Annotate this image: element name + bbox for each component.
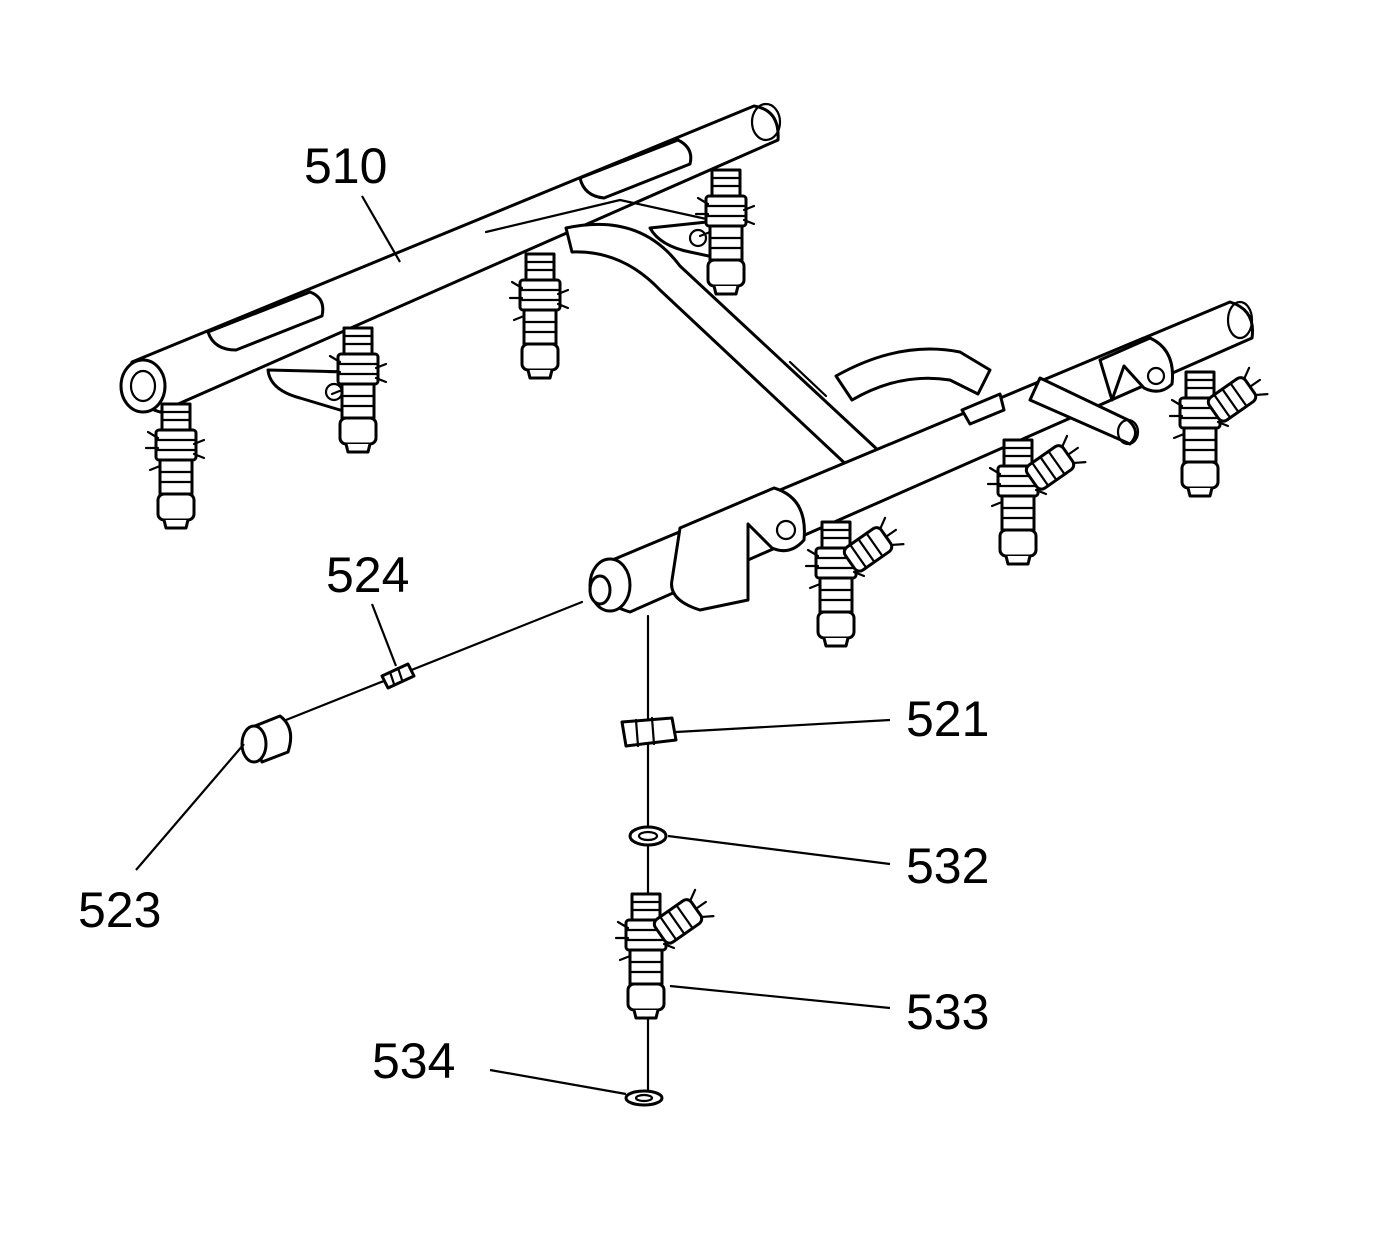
injector-left-3 [508, 252, 570, 380]
left-fuel-rail [119, 102, 782, 414]
fuel-pressure-valve-cap [240, 714, 293, 764]
right-fuel-rail [588, 300, 1255, 614]
injector-left-1 [144, 402, 206, 530]
injector-right-2 [988, 435, 1087, 564]
exploded-parts [240, 600, 715, 1107]
injector-upper-o-ring [628, 825, 668, 847]
callout-523: 523 [78, 882, 161, 938]
explode-axis-cap [284, 600, 584, 722]
leader-lines [135, 195, 891, 1096]
fuel-injector [616, 889, 715, 1018]
callout-534: 534 [372, 1033, 455, 1089]
callout-521: 521 [906, 691, 989, 747]
fuel-pressure-valve [380, 662, 416, 690]
leader-510 [361, 195, 401, 263]
callout-labels: 510 524 521 523 532 533 534 [78, 138, 989, 1089]
leader-533 [669, 984, 891, 1010]
leader-524 [370, 603, 398, 667]
leader-523 [135, 743, 245, 871]
injector-lower-o-ring [624, 1089, 664, 1107]
leader-532 [667, 834, 891, 866]
callout-533: 533 [906, 984, 989, 1040]
callout-510: 510 [304, 138, 387, 194]
injector-right-1 [806, 517, 905, 646]
leader-534 [489, 1068, 627, 1096]
leader-521 [675, 718, 891, 734]
callout-532: 532 [906, 838, 989, 894]
injector-retainer-clip [620, 716, 678, 748]
fuel-rail-assembly [119, 102, 1269, 646]
injector-right-3 [1170, 367, 1269, 496]
callout-524: 524 [326, 547, 409, 603]
